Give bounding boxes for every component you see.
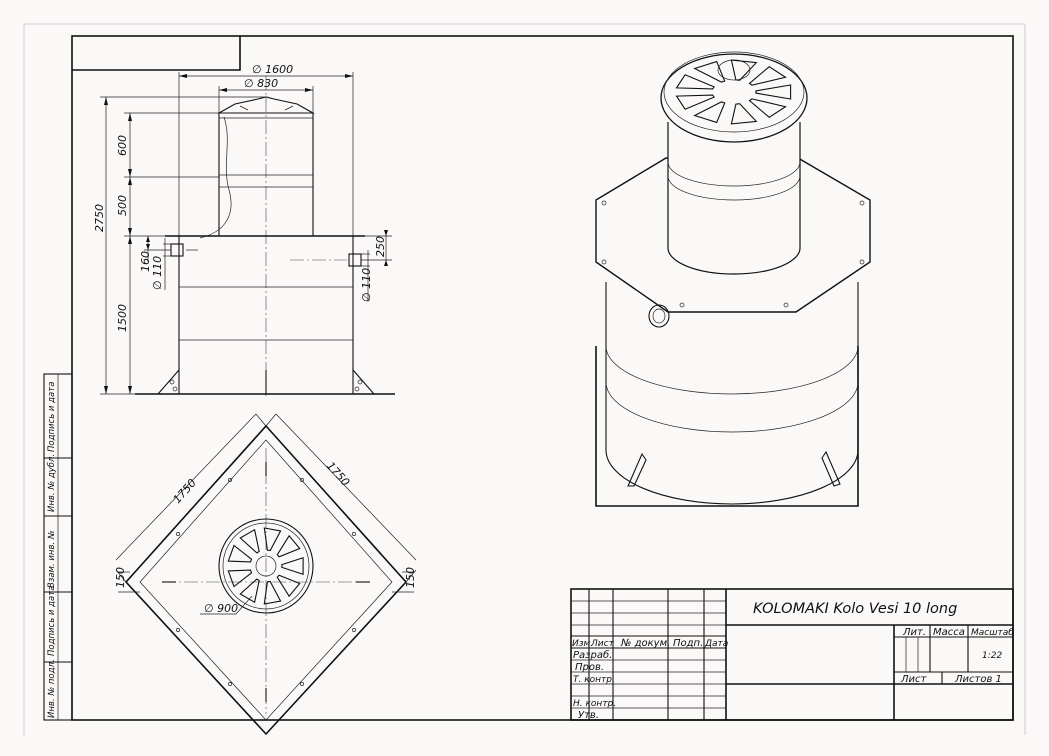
vent-slot: [675, 94, 715, 110]
drawing-title: KOLOMAKI Kolo Vesi 10 long: [753, 601, 957, 617]
side-stamp-vzam: Взам. инв. №: [47, 530, 57, 588]
vent-slot: [693, 101, 726, 124]
side-stamp-inv-podl: Инв. № подл.: [47, 659, 57, 718]
vent-slot: [730, 59, 758, 81]
side-stamp-podp1: Подпись и дата: [47, 382, 57, 452]
isometric-view: [595, 51, 871, 507]
side-stamp-podp2: Подпись и дата: [47, 586, 57, 656]
tb-lit: Лит.: [902, 627, 926, 638]
vent-slot: [263, 580, 282, 605]
top-left-stamp: [72, 36, 241, 71]
tb-razrab: Разраб.: [573, 649, 612, 661]
vent-slot: [239, 578, 260, 604]
dim-d900: ∅ 900: [204, 602, 238, 615]
side-stamp: Подпись и дата Инв. № дубл. Взам. инв. №…: [43, 373, 73, 721]
dim-h1500: 1500: [116, 304, 129, 332]
tb-izm: Изм.: [572, 639, 593, 649]
dim-h250: 250: [374, 236, 387, 257]
dim-h160: 160: [139, 251, 152, 272]
tb-prov: Пров.: [575, 662, 604, 673]
dim-h500: 500: [116, 195, 129, 216]
vent-slot: [748, 98, 787, 118]
vent-slot: [276, 534, 301, 558]
top-view: ∅ 900: [124, 424, 408, 736]
dim-side-1750-left: 1750: [171, 477, 199, 507]
dim-d110-left: ∅ 110: [151, 256, 164, 290]
vent-slot: [675, 74, 715, 90]
dim-side-1750-right: 1750: [324, 459, 352, 489]
tb-list: Лист: [590, 639, 615, 649]
dim-d110-right: ∅ 110: [360, 268, 373, 302]
tb-date: Дата: [704, 639, 728, 649]
front-dimensions: ∅ 1600 ∅ 830 2750 600 500 1500 160 ∅ 110: [93, 63, 392, 395]
vent-slot: [748, 66, 787, 86]
vent-slot: [276, 574, 301, 598]
dim-margin-150-right: 150: [404, 567, 417, 588]
vent-slot: [227, 544, 253, 563]
front-view: [135, 76, 395, 396]
tb-list2: Лист: [900, 674, 928, 685]
vent-slot: [263, 527, 282, 552]
tb-utv: Утв.: [578, 710, 599, 721]
dim-d1600: ∅ 1600: [252, 63, 293, 76]
tb-scale: 1:22: [982, 651, 1002, 661]
vent-slot: [730, 103, 758, 125]
tb-sheet-total: Листов 1: [954, 674, 1002, 685]
vent-slot: [693, 60, 726, 83]
side-stamp-inv-dubl: Инв. № дубл.: [47, 454, 57, 512]
dim-margin-150-left: 150: [114, 567, 127, 588]
tb-doc-no: № докум.: [620, 638, 670, 649]
tb-massa: Масса: [933, 627, 965, 638]
vent-slot: [227, 569, 253, 588]
dim-h600: 600: [116, 135, 129, 156]
drawing-frame: [71, 35, 1014, 721]
vent-slot: [239, 528, 260, 554]
vent-slot: [755, 84, 792, 100]
tb-tkontr: Т. контр.: [573, 675, 615, 685]
title-block: Изм. Лист № докум. Подп. Дата Разраб. Пр…: [570, 588, 1014, 721]
tb-nkontr: Н. контр.: [573, 699, 616, 709]
tb-sign: Подп.: [673, 638, 703, 649]
vent-slot: [281, 556, 304, 576]
dim-d830: ∅ 830: [244, 77, 278, 90]
tb-masshtab: Масштаб: [971, 628, 1014, 638]
dim-h2750: 2750: [93, 204, 106, 232]
